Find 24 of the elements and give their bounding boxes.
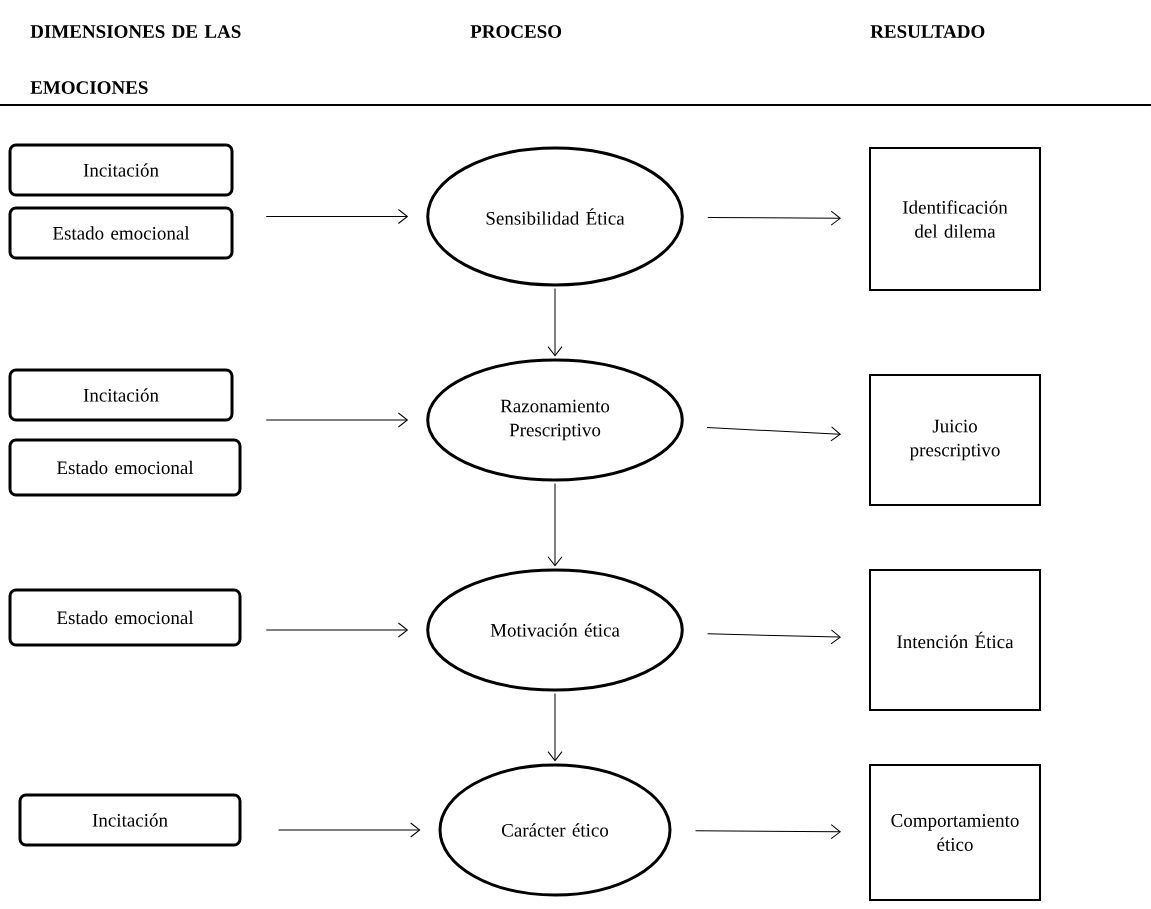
emotion-box: Estado emocional bbox=[8, 206, 234, 260]
emotion-box: Incitación bbox=[8, 143, 234, 197]
column-heading: PROCESO bbox=[470, 25, 562, 38]
arrow bbox=[547, 693, 563, 762]
emotion-box: Incitación bbox=[18, 793, 242, 847]
result-box: Juicio prescriptivo bbox=[869, 374, 1041, 506]
arrow bbox=[278, 822, 421, 838]
arrow bbox=[706, 426, 841, 442]
column-heading: RESULTADO bbox=[870, 25, 985, 38]
emotion-box: Estado emocional bbox=[8, 438, 242, 497]
arrow bbox=[707, 629, 841, 645]
arrow bbox=[695, 824, 841, 840]
result-box: Identificación del dilema bbox=[869, 147, 1041, 291]
arrow bbox=[265, 412, 408, 428]
arrow bbox=[547, 288, 563, 357]
arrow bbox=[265, 622, 408, 638]
result-box: Intención Ética bbox=[869, 569, 1041, 711]
emotion-box: Estado emocional bbox=[8, 588, 242, 647]
arrow bbox=[265, 209, 408, 224]
column-heading: DIMENSIONES DE LAS EMOCIONES bbox=[30, 25, 241, 94]
arrow bbox=[707, 210, 841, 226]
result-box: Comportamiento ético bbox=[869, 764, 1041, 901]
emotion-box: Incitación bbox=[8, 368, 234, 422]
arrow bbox=[547, 483, 563, 567]
